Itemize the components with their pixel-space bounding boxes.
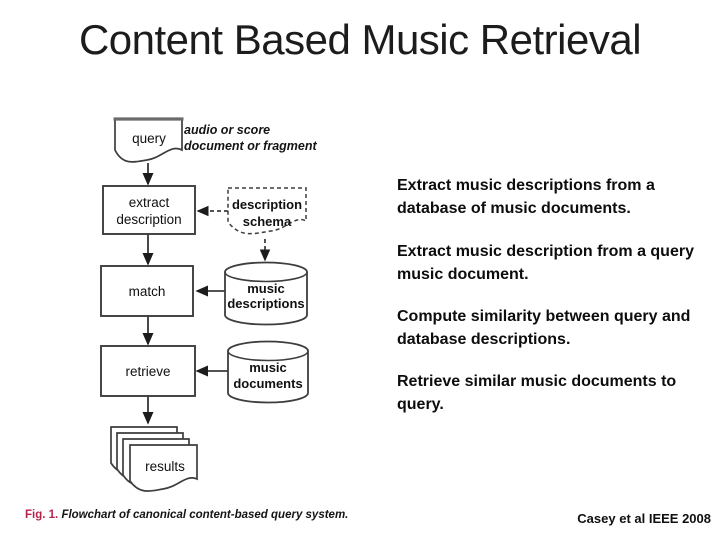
figure-caption: Fig. 1. Flowchart of canonical content-b… [25,509,348,521]
match-node-shape [100,265,194,317]
retrieve-node: retrieve [100,345,196,397]
query-annotation-line1: audio or score [184,123,270,137]
music-documents-label-line1: music [249,360,287,375]
bullet-retrieve-similar: Retrieve similar music documents to quer… [397,373,677,413]
description-schema-label-line2: schema [243,214,292,229]
retrieve-node-label: retrieve [125,364,170,379]
music-descriptions-label-line2: descriptions [227,296,304,311]
description-schema-node: description schema [227,187,307,235]
music-documents-db-top-arc [227,350,309,362]
extract-description-label-line2: description [116,212,181,227]
music-documents-db-shape [227,340,309,404]
query-node-shape [114,118,183,163]
bullet-extract-query: Extract music description from a query m… [397,243,694,283]
extract-description-shape [102,185,196,235]
bullet-compute-similarity: Compute similarity between query and dat… [397,308,691,348]
bullet-extract-database: Extract music descriptions from a databa… [397,177,655,217]
results-stack-sheet-front [129,444,198,492]
description-schema-label-line1: description [232,197,302,212]
match-node: match [100,265,194,317]
results-node: results [110,426,198,492]
citation-text: Casey et al IEEE 2008 [577,511,711,526]
music-documents-label-line2: documents [233,376,302,391]
music-documents-db-node: music documents [227,340,309,404]
flow-arrows [142,163,271,425]
retrieve-node-shape [100,345,196,397]
query-node-label: query [132,131,166,146]
extract-description-label-line1: extract [129,195,170,210]
query-annotation: audio or score document or fragment [184,123,317,153]
music-descriptions-db-top-arc [224,271,308,283]
query-annotation-line2: document or fragment [184,139,317,153]
page-title: Content Based Music Retrieval [78,16,642,63]
query-node: query [113,117,184,163]
extract-description-node: extract description [102,185,196,235]
music-descriptions-db-node: music descriptions [224,261,308,326]
figure-caption-text: Flowchart of canonical content-based que… [61,509,349,521]
figure-caption-number: Fig. 1. [25,509,59,521]
music-descriptions-db-shape [224,261,308,326]
match-node-label: match [129,284,166,299]
music-descriptions-label-line1: music [247,281,285,296]
description-schema-shape [227,187,307,235]
results-node-label: results [145,459,185,474]
